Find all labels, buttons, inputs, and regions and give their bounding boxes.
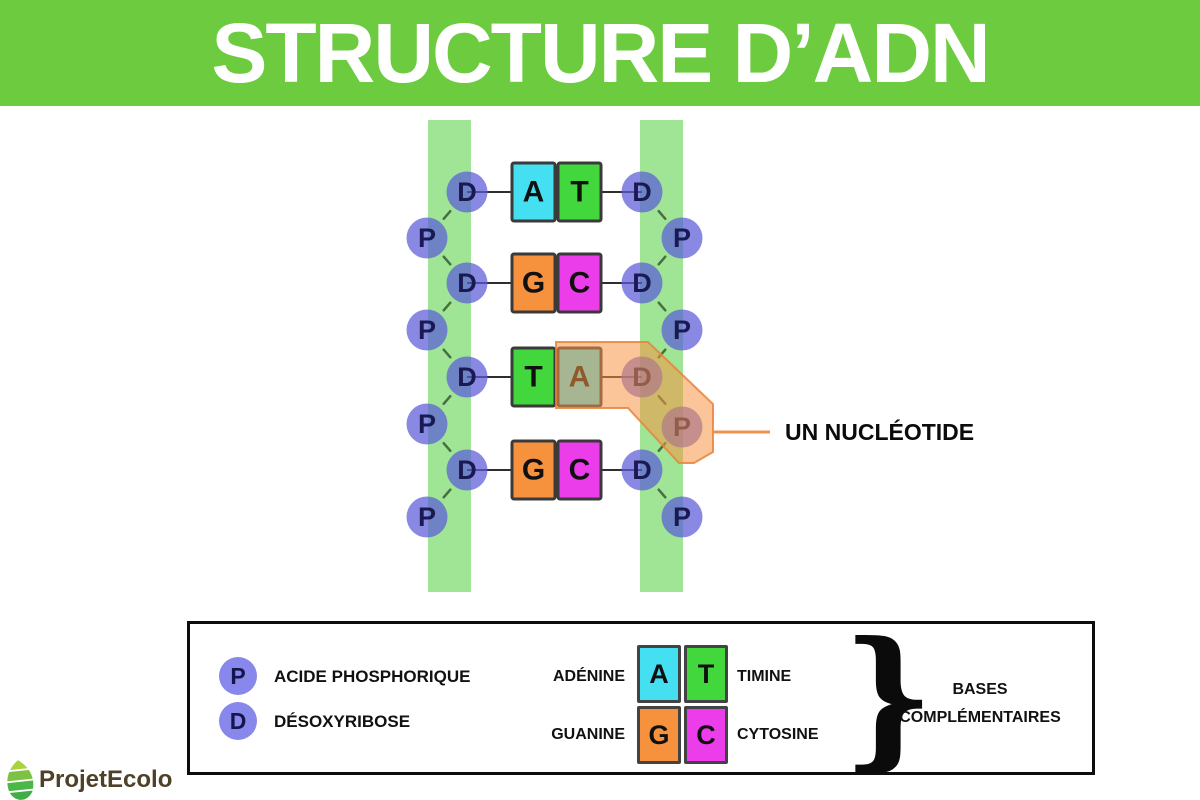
phosphate-circle: [406, 496, 448, 538]
base-letter: C: [569, 454, 591, 487]
base-square-row4-right: [556, 439, 603, 501]
base-square-row2-left: [510, 252, 557, 314]
phosphate-letter: P: [673, 315, 691, 345]
legend-adenine-letter: A: [649, 658, 669, 689]
legend-timine-label: TIMINE: [737, 668, 792, 685]
base-letter: T: [570, 176, 588, 209]
sugar-circle: [446, 449, 488, 491]
leaf-icon: [5, 760, 35, 800]
complementary-bases-line1: BASES: [952, 681, 1008, 698]
page-title: STRUCTURE D’ADN: [211, 6, 990, 100]
phosphate-letter: P: [418, 223, 436, 253]
complementary-bases-line2: COMPLÉMENTAIRES: [899, 709, 1061, 726]
brace-glyph: }: [842, 609, 935, 785]
logo-text: ProjetEcolo: [39, 766, 173, 793]
base-letter: G: [522, 267, 545, 300]
sugar-letter: D: [457, 362, 477, 392]
complementary-bases-label: BASES COMPLÉMENTAIRES: [880, 676, 1080, 732]
legend-phosphate-label: ACIDE PHOSPHORIQUE: [274, 667, 471, 686]
phosphate-circle: [406, 217, 448, 259]
phosphate-circle: [406, 403, 448, 445]
sugar-letter: D: [632, 268, 652, 298]
sugar-circle: [621, 171, 663, 213]
sugar-letter: D: [632, 455, 652, 485]
sugar-letter: D: [632, 177, 652, 207]
header-banner: STRUCTURE D’ADN: [0, 0, 1200, 106]
phosphate-circle: [661, 496, 703, 538]
sugar-letter: D: [457, 177, 477, 207]
sugar-circle: [446, 262, 488, 304]
logo: ProjetEcolo: [4, 760, 172, 800]
legend-cytosine-letter: C: [696, 719, 716, 750]
legend-thymine-letter: T: [697, 658, 715, 689]
phosphate-letter: P: [418, 315, 436, 345]
phosphate-letter: P: [418, 409, 436, 439]
phosphate-circle: [661, 309, 703, 351]
sugar-circle: [621, 262, 663, 304]
legend-phosphate-circle: P: [219, 657, 257, 695]
legend-cytosine-label: CYTOSINE: [737, 726, 819, 743]
nucleotide-label: UN NUCLÉOTIDE: [785, 418, 974, 445]
legend-adenine-square: A: [637, 645, 681, 703]
phosphate-letter: P: [673, 502, 691, 532]
rung-lines: [467, 191, 642, 471]
base-letter: C: [569, 267, 591, 300]
base-letter: A: [523, 176, 545, 209]
nucleotide-highlight: [555, 341, 714, 464]
legend-guanine-letter: G: [648, 719, 670, 750]
legend-guanine-label: GUANINE: [551, 726, 625, 743]
legend-cytosine-square: C: [684, 706, 728, 764]
phosphate-letter: P: [418, 502, 436, 532]
sugar-letter: D: [457, 268, 477, 298]
sugar-circle: [446, 171, 488, 213]
sugar-circle: [621, 449, 663, 491]
base-square-row1-right: [556, 161, 603, 223]
legend-thymine-square: T: [684, 645, 728, 703]
base-letter: T: [524, 361, 542, 394]
base-square-row4-left: [510, 439, 557, 501]
sugar-circle: [446, 356, 488, 398]
legend-sugar-circle: D: [219, 702, 257, 740]
phosphate-circle: [406, 309, 448, 351]
legend-adenine-label: ADÉNINE: [552, 668, 625, 685]
base-square-row1-left: [510, 161, 557, 223]
legend-sugar-label: DÉSOXYRIBOSE: [274, 712, 411, 731]
legend-phosphate-letter: P: [230, 662, 246, 689]
base-letter: G: [522, 454, 545, 487]
phosphate-letter: P: [673, 223, 691, 253]
legend-guanine-square: G: [637, 706, 681, 764]
phosphate-circle: [661, 217, 703, 259]
legend-sugar-letter: D: [229, 707, 247, 734]
base-square-row2-right: [556, 252, 603, 314]
sugar-letter: D: [457, 455, 477, 485]
